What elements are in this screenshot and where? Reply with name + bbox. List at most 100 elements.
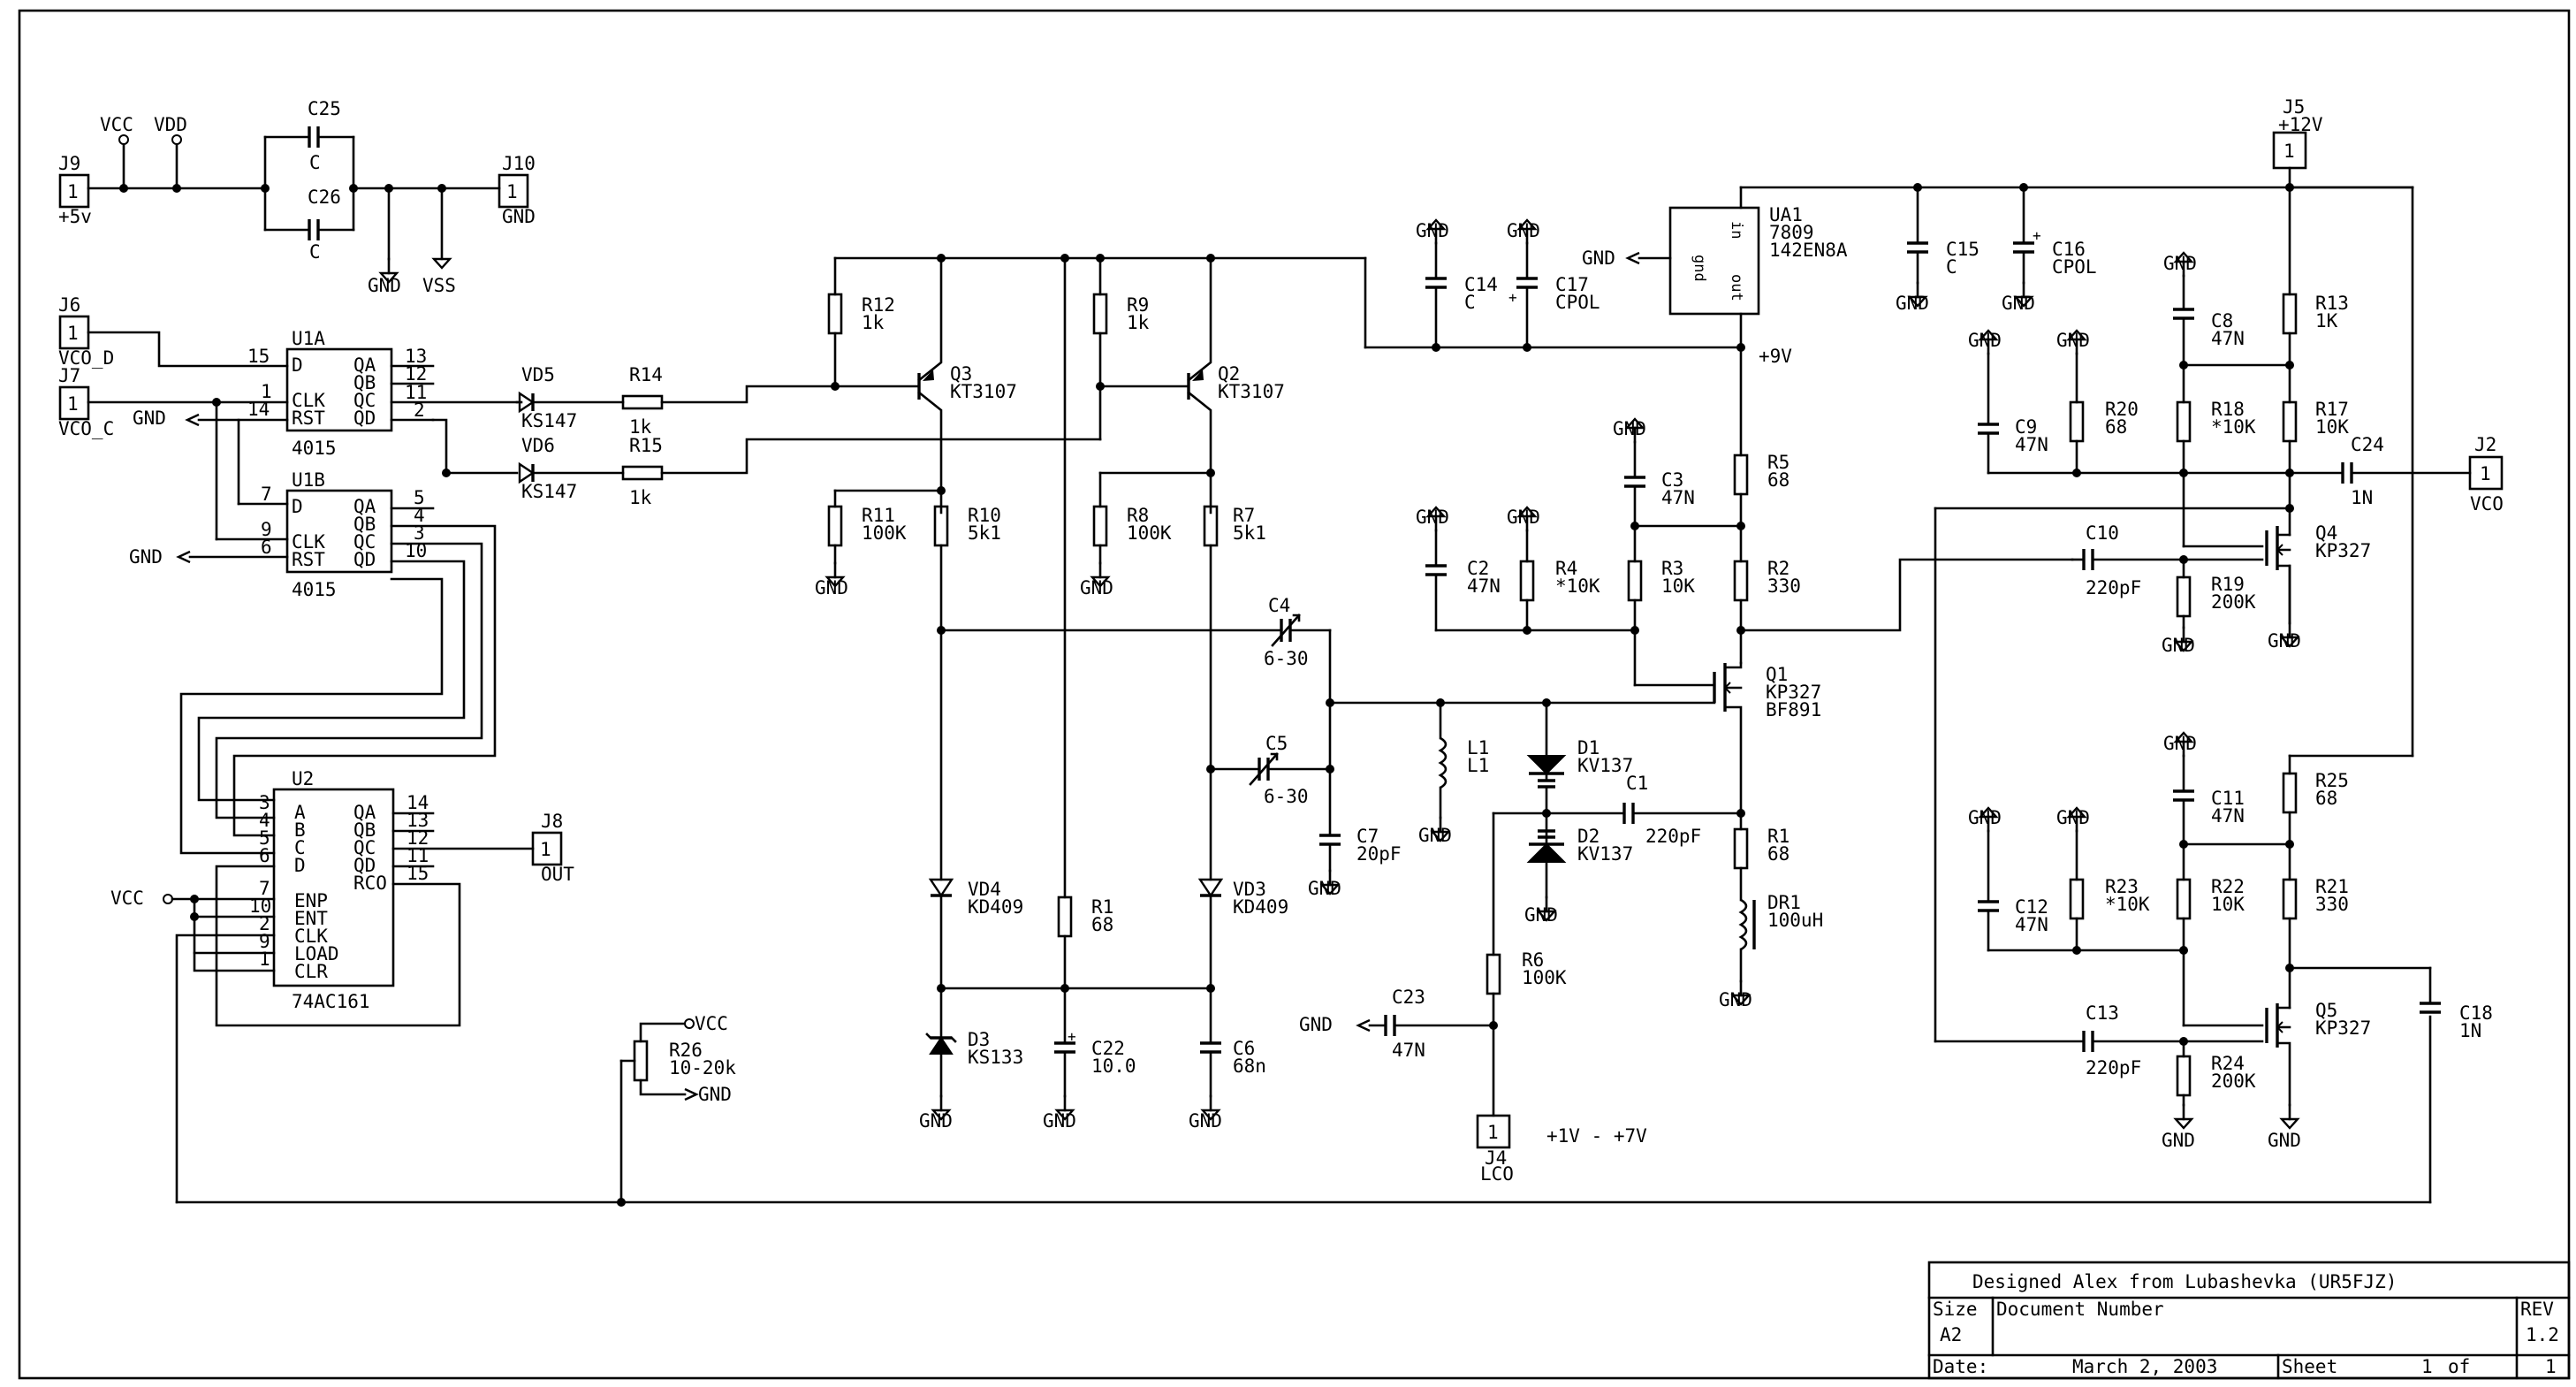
u2-pin-clr: CLR: [294, 961, 328, 982]
u2-pinnum-2: 2: [259, 913, 270, 934]
q3-type: KT3107: [950, 381, 1017, 402]
gnd-r26-label: GND: [698, 1084, 732, 1105]
tuning-voltage-range: +1V - +7V: [1546, 1125, 1647, 1147]
c22-ref: C22: [1091, 1038, 1125, 1059]
u1b-pin-d: D: [292, 496, 303, 517]
c13-ref: C13: [2086, 1002, 2119, 1024]
gnd-c2: GND: [1416, 507, 1449, 528]
u2-pin-ent: ENT: [294, 908, 328, 929]
j8-ref: J8: [541, 811, 563, 832]
j4-ref: J4: [1485, 1147, 1507, 1169]
gnd-r18: GND: [2056, 330, 2090, 351]
c8-ref: C8: [2211, 310, 2233, 332]
u1b-pin-clk: CLK: [292, 531, 325, 553]
c2-value: 47N: [1467, 575, 1501, 597]
resistor-r1: [1733, 827, 1749, 870]
u1a-pinnum-1: 1: [261, 381, 272, 402]
q4-ref: Q4: [2315, 522, 2337, 544]
d1-type: KV137: [1577, 755, 1633, 776]
resistor-r25: [2282, 772, 2298, 814]
u2-pin-qb: QB: [353, 819, 376, 841]
gnd-r11: GND: [815, 577, 848, 598]
ua1-pin-in: in: [1728, 221, 1745, 239]
c24-value: 1N: [2351, 487, 2373, 508]
r7-ref: R7: [1233, 505, 1255, 526]
r15-value: 1k: [629, 487, 652, 508]
c2-ref: C2: [1467, 558, 1489, 579]
c22-plus: +: [1068, 1028, 1076, 1045]
ua1-pin-out: out: [1728, 274, 1745, 301]
vd5-type: KS147: [521, 410, 577, 431]
c16-value: CPOL: [2052, 256, 2097, 278]
resistor-r20: [2282, 293, 2298, 335]
u1a-pinnum-12: 12: [405, 363, 427, 385]
r13-ref: R1: [1091, 896, 1113, 918]
sheet-label: Sheet: [2282, 1356, 2337, 1377]
j10-pin: 1: [506, 181, 518, 202]
gnd-dr1: GND: [1719, 989, 1752, 1010]
size-value: A2: [1940, 1324, 1962, 1345]
power-input-section: 1 J9 +5v VCC VDD C25 C C26 C GND VSS 1 J…: [58, 98, 536, 296]
gnd-label-1: GND: [368, 275, 401, 296]
c11-value: 47N: [2211, 805, 2245, 827]
d1-ref: D1: [1577, 737, 1600, 758]
connector-j10: [498, 173, 529, 209]
j10-label: GND: [502, 206, 536, 227]
c16-ref: C16: [2052, 239, 2086, 260]
j7-label: VCO_C: [58, 418, 114, 439]
vd6-type: KS147: [521, 481, 577, 502]
j9-ref: J9: [58, 153, 80, 174]
c7-value: 20pF: [1356, 843, 1402, 865]
r22-value: 10K: [2211, 894, 2245, 915]
u1b-pinnum-3: 3: [414, 522, 425, 544]
r3-value: 10K: [1661, 575, 1695, 597]
c10-ref: C10: [2086, 522, 2119, 544]
r14-value: 1k: [629, 416, 652, 438]
c5-value: 6-30: [1264, 786, 1309, 807]
gnd-c22: GND: [1043, 1110, 1076, 1132]
connector-j4: [1476, 1114, 1511, 1149]
r9-ref: R9: [1127, 294, 1149, 316]
regulator-ua1: [1668, 206, 1760, 316]
c16-plus: +: [2033, 227, 2041, 244]
j4-label: LCO: [1480, 1163, 1514, 1185]
designer-credit: Designed Alex from Lubashevka (UR5FJZ): [1972, 1271, 2397, 1292]
sheet-border: [18, 9, 2571, 1380]
q5-ref: Q5: [2315, 1000, 2337, 1021]
ic-u1b: U1B 4015 D CLK RST QA QB QC QD 7 9 6 GND…: [129, 400, 497, 855]
u1b-pinnum-9: 9: [261, 519, 272, 540]
r20-ref: R13: [2315, 293, 2349, 314]
ua1-alt: 142EN8A: [1769, 240, 1848, 261]
u2-ref: U2: [292, 768, 314, 789]
gnd-r8: GND: [1080, 577, 1113, 598]
r26-value: 10-20k: [669, 1057, 736, 1078]
c5-ref: C5: [1265, 733, 1288, 754]
resistor-r9: [1092, 293, 1108, 335]
of-label: of: [2448, 1356, 2470, 1377]
gnd-c9: GND: [1968, 330, 2002, 351]
c8-value: 47N: [2211, 328, 2245, 349]
r12-ref: R12: [862, 294, 895, 316]
resistor-r19: [2176, 575, 2192, 618]
j8-label: OUT: [541, 864, 574, 885]
gnd-label-u1b: GND: [129, 546, 163, 568]
gnd-q4: GND: [2268, 630, 2301, 652]
r11-ref: R11: [862, 505, 895, 526]
c23-value: 47N: [1392, 1040, 1425, 1061]
resistor-r8: [1092, 505, 1108, 547]
u2-pinnum-6: 6: [259, 845, 270, 866]
u1a-type: 4015: [292, 438, 337, 459]
r19-ref: R19: [2211, 574, 2245, 595]
rev-value: 1.2: [2526, 1324, 2559, 1345]
u1b-pin-qb: QB: [353, 514, 376, 535]
r24-ref: R24: [2211, 1053, 2245, 1074]
q1-alt: BF891: [1766, 699, 1821, 720]
gnd-c23: GND: [1299, 1014, 1333, 1035]
u1b-pin-qd: QD: [353, 549, 376, 570]
resistor-r4: [1519, 560, 1535, 602]
c22-value: 10.0: [1091, 1055, 1136, 1077]
sheet-total: 1: [2545, 1356, 2557, 1377]
j6-pin: 1: [67, 323, 79, 344]
r9-value: 1k: [1127, 312, 1150, 333]
ua1-ref: UA1: [1769, 204, 1803, 225]
